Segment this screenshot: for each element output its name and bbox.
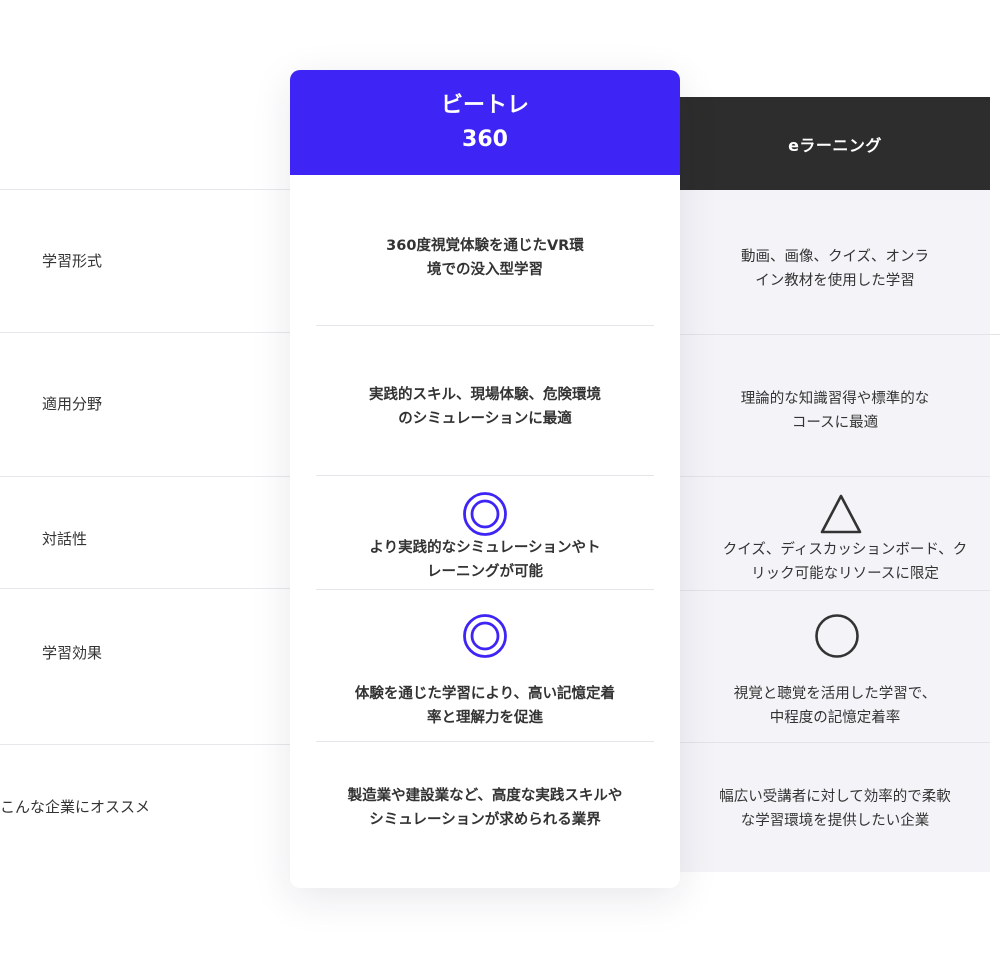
circle-icon xyxy=(815,614,859,658)
elearning-cell-interactivity: クイズ、ディスカッションボード、ク リック可能なリソースに限定 xyxy=(722,542,968,582)
row-divider xyxy=(0,189,300,190)
bitore-row-divider xyxy=(316,589,654,590)
bitore-title: ビートレ xyxy=(440,92,529,118)
double-circle-icon xyxy=(463,492,507,536)
elearning-row-divider xyxy=(680,590,990,591)
bitore-cell-interactivity: より実践的なシミュレーションやト レーニングが可能 xyxy=(369,540,601,580)
triangle-icon xyxy=(820,494,862,534)
elearning-row-divider xyxy=(680,742,990,743)
bitore-cell-learning-format: 360度視覚体験を通じたVR環 境での没入型学習 xyxy=(386,238,584,278)
bitore-row-divider xyxy=(316,325,654,326)
bitore-column-header: ビートレ 360 xyxy=(290,70,680,175)
bitore-cell-learning-effect: 体験を通じた学習により、高い記憶定着 率と理解力を促進 xyxy=(354,686,616,726)
bitore-row-divider xyxy=(316,475,654,476)
bitore-title-number: 360 xyxy=(462,126,508,152)
row-divider xyxy=(0,332,300,333)
elearning-cell-learning-format: 動画、画像、クイズ、オンラ イン教材を使用した学習 xyxy=(740,249,930,289)
row-label-interactivity: 対話性 xyxy=(42,530,88,548)
row-label-learning-effect: 学習効果 xyxy=(42,644,103,662)
elearning-row-divider xyxy=(680,334,1000,335)
elearning-cell-application-field: 理論的な知識習得や標準的な コースに最適 xyxy=(740,391,930,431)
row-divider xyxy=(0,476,300,477)
bitore-cell-recommended-for: 製造業や建設業など、高度な実践スキルや シミュレーションが求められる業界 xyxy=(347,788,623,828)
row-divider xyxy=(0,744,300,745)
row-divider xyxy=(0,588,300,589)
elearning-cell-learning-effect: 視覚と聴覚を活用した学習で、 中程度の記憶定着率 xyxy=(733,686,937,726)
bitore-row-divider xyxy=(316,741,654,742)
elearning-row-divider xyxy=(680,476,990,477)
bitore-column-card: ビートレ 360 360度視覚体験を通じたVR環 境での没入型学習 実践的スキル… xyxy=(290,70,680,888)
elearning-column-header: eラーニング xyxy=(680,97,990,190)
elearning-cell-recommended-for: 幅広い受講者に対して効率的で柔軟 な学習環境を提供したい企業 xyxy=(719,789,951,829)
double-circle-icon xyxy=(463,614,507,658)
row-label-application-field: 適用分野 xyxy=(42,395,103,413)
bitore-cell-application-field: 実践的スキル、現場体験、危険環境 のシミュレーションに最適 xyxy=(369,387,601,427)
row-label-learning-format: 学習形式 xyxy=(42,252,103,270)
row-label-recommended-for: こんな企業にオススメ xyxy=(0,798,151,816)
